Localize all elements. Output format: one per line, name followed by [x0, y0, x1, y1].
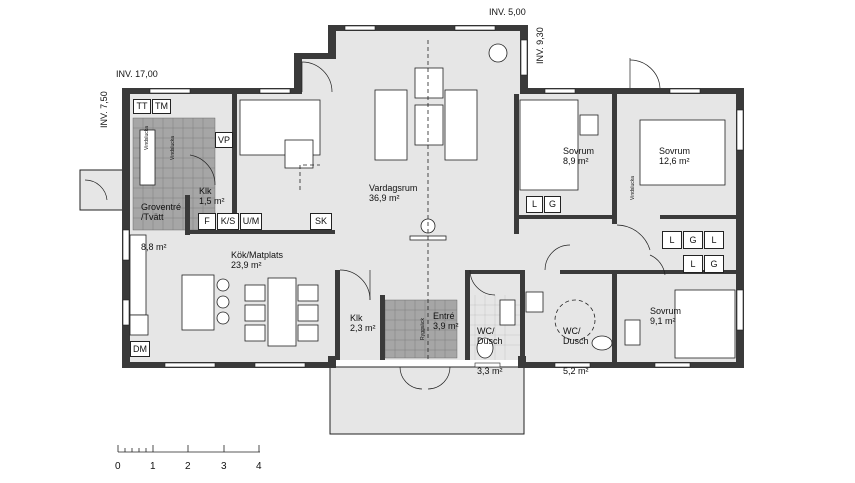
room-name: Sovrum [659, 146, 691, 156]
dash-lines [299, 40, 596, 360]
door-swings [84, 58, 666, 390]
room-area: 36,9 m² [369, 193, 400, 203]
room-area: 5,2 m² [563, 366, 589, 376]
room-name: Klk [199, 186, 212, 196]
scale-tick-3: 3 [221, 461, 227, 472]
room-label-groventre: Groventré /Tvätt 8,8 m² [141, 182, 181, 262]
room-name: Entré [433, 311, 455, 321]
scale-tick-2: 2 [185, 461, 191, 472]
inv-leftv: INV. 7,50 [99, 91, 109, 128]
fixture-l1: L [526, 196, 543, 213]
room-name: Klk [350, 313, 363, 323]
room-name: WC/ Dusch [477, 326, 503, 346]
fixture-ks: K/S [217, 213, 239, 230]
room-label-wc2: WC/ Dusch 5,2 m² [563, 306, 589, 386]
fixture-vp: VP [215, 132, 233, 148]
room-name: WC/ Dusch [563, 326, 589, 346]
fixture-sk: SK [310, 213, 332, 230]
windows [122, 25, 744, 368]
fixture-um: U/M [240, 213, 262, 230]
vindslucka-label-1: Vindslucka [144, 125, 150, 150]
fixture-f: F [198, 213, 216, 230]
room-name: Sovrum [563, 146, 595, 156]
room-label-sovrum3: Sovrum 9,1 m² [650, 306, 681, 326]
room-name: Sovrum [650, 306, 682, 316]
vindslucka-label-3: Vindslucka [630, 175, 636, 200]
fixture-l2: L [662, 231, 682, 249]
fixture-tm: TM [152, 99, 171, 114]
room-area: 3,9 m² [433, 321, 459, 331]
room-label-entre: Entré 3,9 m² [433, 311, 459, 331]
room-label-kok: Kök/Matplats 23,9 m² [231, 250, 283, 270]
inv-left: INV. 17,00 [116, 69, 158, 79]
room-area: 8,8 m² [141, 242, 167, 252]
interior-walls [185, 94, 740, 365]
fixture-tt: TT [133, 99, 151, 114]
room-area: 1,5 m² [199, 196, 225, 206]
tile-grid [133, 118, 457, 358]
fixture-dm: DM [130, 341, 150, 357]
room-area: 9,1 m² [650, 316, 676, 326]
fixture-l3: L [704, 231, 724, 249]
room-area: 2,3 m² [350, 323, 376, 333]
inv-top: INV. 5,00 [489, 7, 526, 17]
ryggsack-label: Ryggsäck [420, 318, 426, 340]
room-label-wc1: WC/ Dusch 3,3 m² [477, 306, 503, 386]
room-label-klk2: Klk 2,3 m² [350, 313, 376, 333]
scale-tick-0: 0 [115, 461, 121, 472]
room-area: 8,9 m² [563, 156, 589, 166]
porch [79, 169, 525, 435]
scale-tick-1: 1 [150, 461, 156, 472]
room-label-klk1: Klk 1,5 m² [199, 186, 225, 206]
room-area: 3,3 m² [477, 366, 503, 376]
fixture-l4: L [683, 255, 703, 273]
room-name: Groventré /Tvätt [141, 202, 182, 222]
scale-tick-4: 4 [256, 461, 262, 472]
room-label-sovrum2: Sovrum 12,6 m² [659, 146, 690, 166]
inv-topright: INV. 9,30 [535, 27, 545, 64]
room-label-vardagsrum: Vardagsrum 36,9 m² [369, 183, 417, 203]
room-name: Kök/Matplats [231, 250, 284, 260]
fixture-g1: G [544, 196, 561, 213]
room-area: 23,9 m² [231, 260, 262, 270]
fixture-g4: G [704, 255, 724, 273]
room-label-sovrum1: Sovrum 8,9 m² [563, 146, 594, 166]
fixture-g2: G [683, 231, 703, 249]
furniture [129, 43, 736, 359]
room-name: Vardagsrum [369, 183, 418, 193]
room-area: 12,6 m² [659, 156, 690, 166]
scale-bar [117, 445, 260, 453]
vindslucka-label-2: Vindslucka [170, 135, 176, 160]
